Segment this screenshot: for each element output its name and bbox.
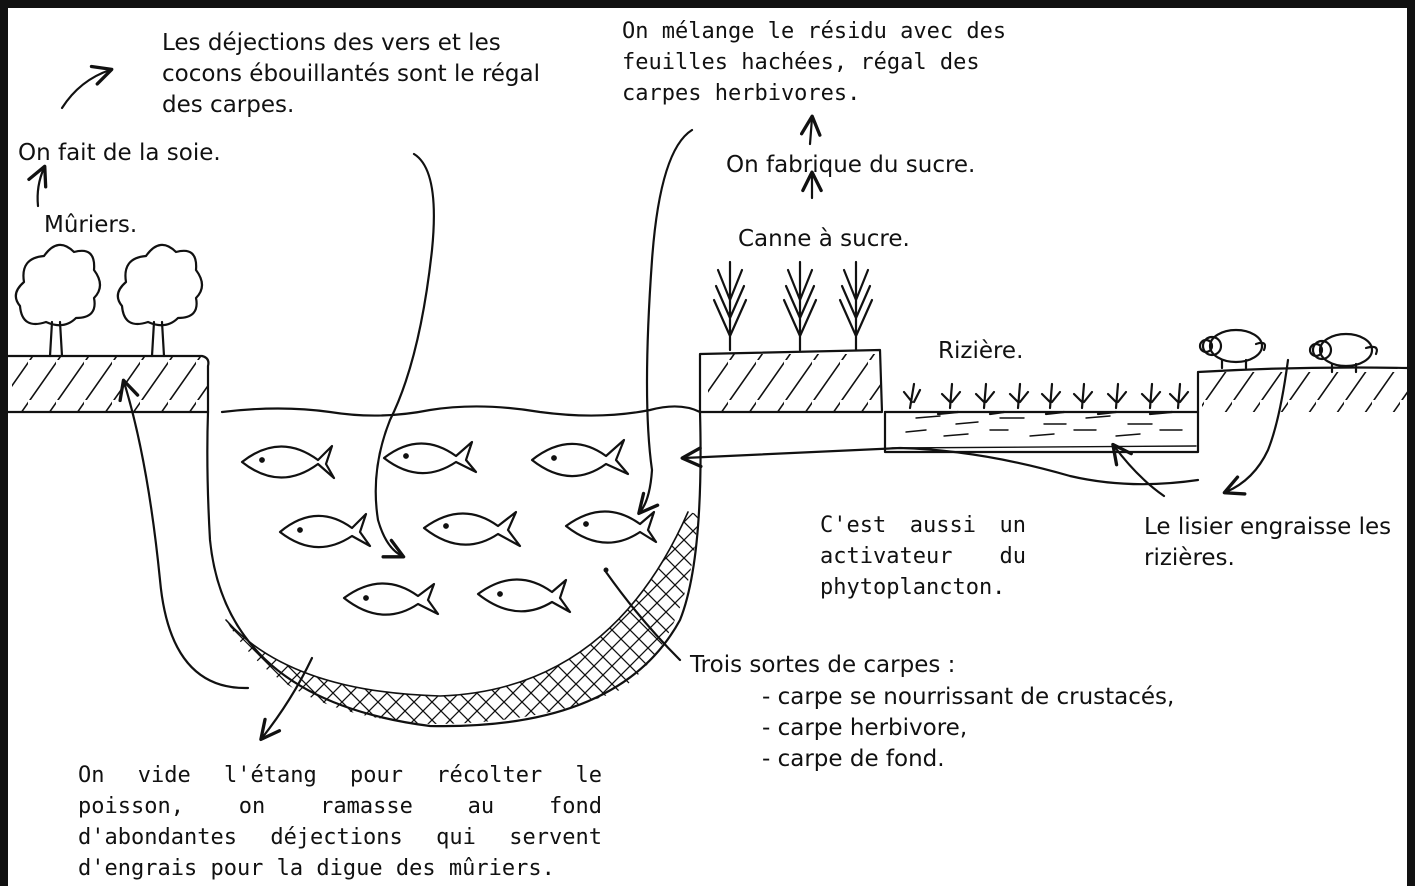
label-fabrique-sucre: On fabrique du sucre. (726, 150, 975, 181)
fish-icon (566, 511, 656, 542)
fish-icon (344, 583, 438, 614)
arrow-fish-to-pond-top (62, 70, 110, 108)
pig-dike (1198, 368, 1407, 413)
arrow-residue-to-fish (640, 130, 692, 512)
arrow-worms-to-fish (376, 154, 434, 556)
label-activateur: C'est aussi un activateur du phytoplanct… (820, 510, 1026, 603)
label-canne-sucre: Canne à sucre. (738, 224, 910, 255)
arrow-lisier-to-paddy (1114, 446, 1164, 496)
carpes-list: - carpe se nourrissant de crustacés, - c… (762, 682, 1174, 775)
fish-icon (532, 440, 628, 476)
arrow-sediment-to-mulberry (124, 382, 248, 688)
mulberry-tree-icon (16, 245, 100, 356)
label-muriers: Mûriers. (44, 210, 137, 241)
carpes-list-item: - carpe se nourrissant de crustacés, (762, 682, 1174, 713)
carpes-list-item: - carpe de fond. (762, 744, 1174, 775)
fish-icon (478, 579, 570, 612)
arrow-soie-up (38, 168, 44, 206)
label-dejections-vers: Les déjections des vers et les cocons éb… (162, 28, 582, 121)
pig-icon (1200, 330, 1265, 368)
label-riziere: Rizière. (938, 336, 1023, 367)
mulberry-dike (8, 356, 208, 412)
fish-icon (424, 512, 520, 546)
fish-icon (242, 446, 334, 478)
mulberry-tree-icon (118, 245, 202, 356)
rice-paddy (885, 384, 1198, 452)
fish-icon (384, 442, 476, 473)
arrow-sucre-up (810, 118, 812, 144)
label-on-fait-soie: On fait de la soie. (18, 138, 221, 169)
sugar-cane-icon (714, 262, 872, 350)
fish-icon (280, 514, 370, 547)
label-trois-sortes: Trois sortes de carpes : (690, 650, 955, 681)
carpes-list-item: - carpe herbivore, (762, 713, 1174, 744)
pig-icon (1310, 334, 1377, 372)
sugar-cane-dike (700, 350, 882, 412)
label-lisier: Le lisier engraisse les rizières. (1144, 512, 1409, 574)
label-vide-etang: On vide l'étang pour récolter le poisson… (78, 760, 602, 884)
label-melange-residu: On mélange le résidu avec des feuilles h… (622, 16, 1022, 109)
